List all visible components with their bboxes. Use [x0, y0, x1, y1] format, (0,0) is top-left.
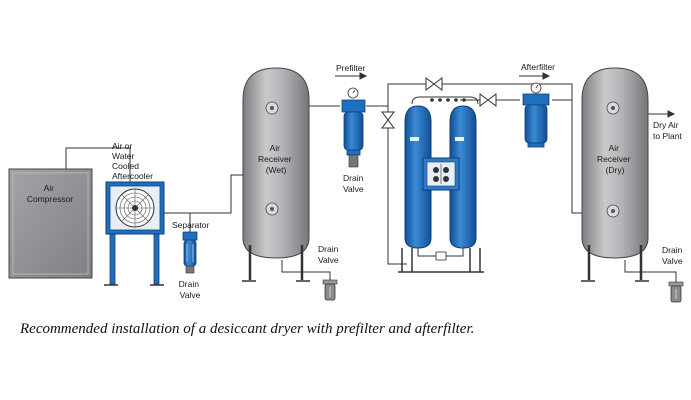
drain-valve-wet-label: Drain Valve — [318, 244, 341, 265]
outlet-valve — [479, 93, 497, 107]
afterfilter-label: Afterfilter — [521, 62, 555, 72]
inlet-valve — [381, 111, 395, 129]
afterfilter: Afterfilter — [521, 62, 555, 148]
desiccant-dryer — [398, 96, 484, 273]
aftercooler-label: Air or Water Cooled Aftercooler — [112, 141, 153, 181]
drain-valve-dry: Drain Valve — [662, 245, 685, 303]
drain-valve-wet: Drain Valve — [318, 244, 341, 301]
prefilter-label: Prefilter — [336, 63, 365, 73]
drain-valve-separator-label: Drain Valve — [179, 279, 202, 300]
receiver-dry-label: Air Receiver (Dry) — [597, 143, 633, 175]
flow-arrows — [335, 72, 676, 118]
separator-label: Separator — [172, 220, 209, 230]
caption: Recommended installation of a desiccant … — [19, 321, 474, 337]
air-receiver-dry: Air Receiver (Dry) — [581, 67, 649, 282]
air-receiver-wet: Air Receiver (Wet) — [242, 67, 310, 282]
bypass-valve-top — [425, 77, 443, 91]
prefilter: Prefilter Drain Valve — [336, 63, 366, 194]
receiver-wet-label: Air Receiver (Wet) — [258, 143, 294, 175]
air-compressor-label: Air Compressor — [27, 183, 73, 204]
dry-air-outlet-label: Dry Air to Plant — [653, 120, 682, 141]
air-compressor: Air Compressor — [8, 168, 93, 279]
aftercooler: Air or Water Cooled Aftercooler — [104, 141, 165, 286]
drain-valve-prefilter-label: Drain Valve — [343, 173, 366, 194]
drain-valve-dry-label: Drain Valve — [662, 245, 685, 266]
separator: Separator Drain Valve — [172, 220, 209, 300]
